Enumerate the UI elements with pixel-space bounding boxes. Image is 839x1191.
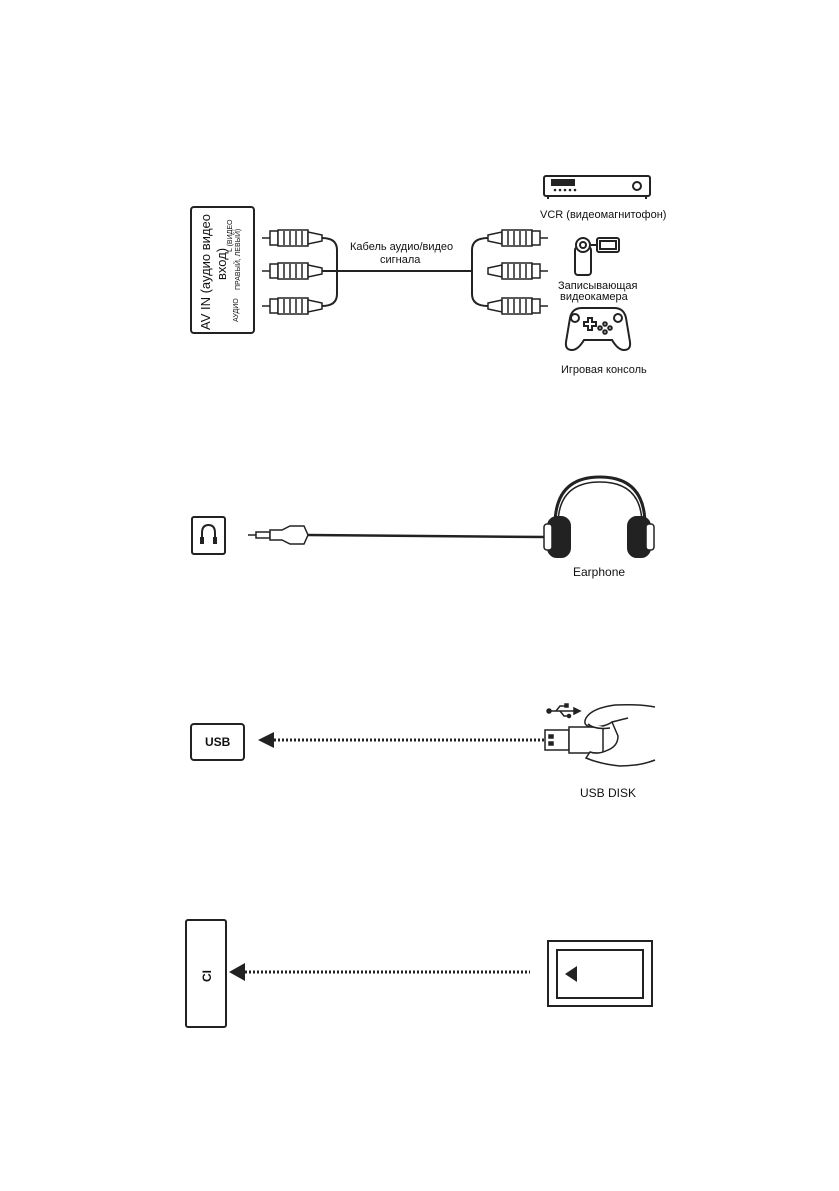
right-rca-plug-top	[487, 229, 548, 247]
gamepad-label: Игровая консоль	[561, 364, 647, 376]
left-rca-plug-top	[262, 229, 323, 247]
right-rca-plug-bottom	[487, 297, 548, 315]
earphone-cable	[307, 533, 546, 539]
left-rca-plug-bottom	[262, 297, 323, 315]
ci-arrow-head	[229, 963, 245, 981]
gamepad-icon	[564, 307, 632, 352]
earphone-label: Earphone	[573, 565, 626, 579]
usb-symbol-icon	[546, 703, 582, 719]
usb-arrow-head	[258, 732, 274, 748]
vcr-label: VCR (видеомагнитофон)	[540, 209, 667, 221]
camcorder-label-line1: Записывающая	[558, 280, 638, 292]
usb-drive-icon	[544, 726, 604, 754]
av-cable	[321, 237, 489, 307]
av-cable-label-line1: Кабель аудио/видео	[350, 241, 454, 253]
camcorder-label-line2: видеокамера	[560, 291, 628, 303]
camcorder-icon	[574, 237, 620, 276]
av-cable-label-line2: сигнала	[380, 254, 421, 266]
headphone-jack-icon	[191, 516, 226, 555]
usb-port	[190, 723, 245, 761]
vcr-icon	[543, 175, 651, 199]
usb-port-label: USB	[205, 735, 231, 749]
right-rca-plug-middle	[487, 262, 548, 280]
ci-slot	[185, 919, 227, 1028]
usb-disk-label: USB DISK	[580, 786, 637, 800]
hand-icon	[584, 704, 656, 767]
jack-plug	[248, 525, 309, 545]
av-in-panel	[190, 206, 255, 334]
left-rca-plug-middle	[262, 262, 323, 280]
ci-card-icon	[547, 940, 653, 1007]
ci-slot-label: CI	[200, 970, 214, 982]
headphones-icon	[543, 475, 655, 558]
